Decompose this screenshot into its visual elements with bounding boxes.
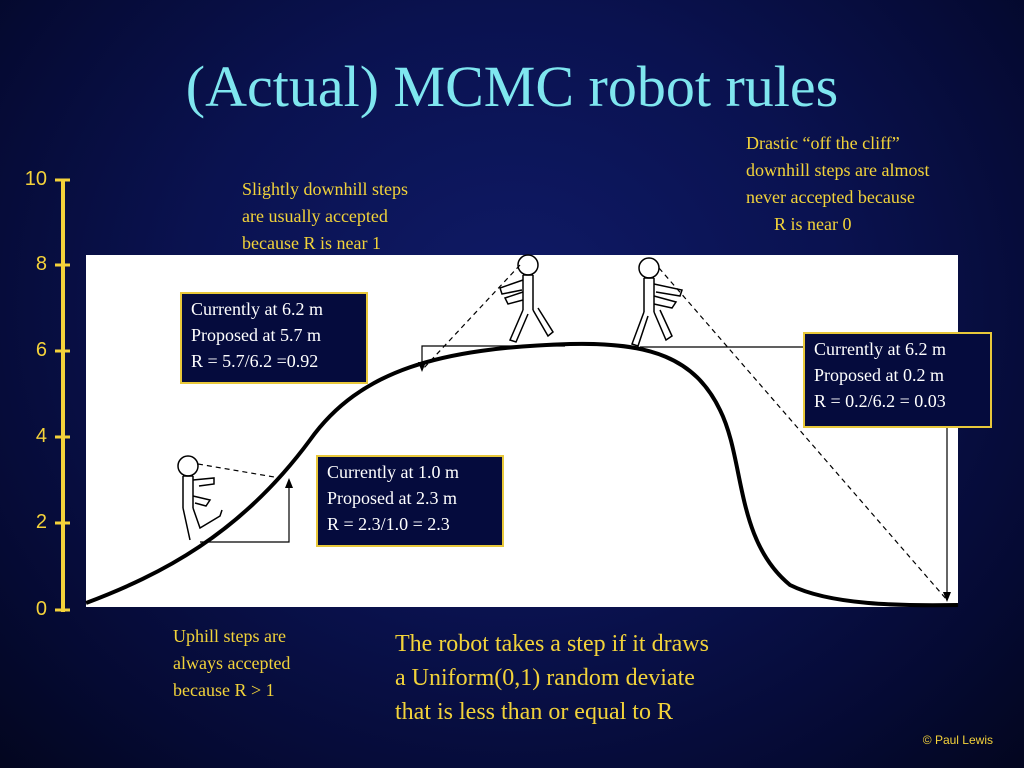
y-tick-6: 6 bbox=[35, 339, 47, 361]
box-line: Currently at 6.2 m bbox=[814, 339, 946, 359]
drastic-downhill-note: Drastic “off the cliff” downhill steps a… bbox=[746, 130, 929, 238]
uphill-note-line: because R > 1 bbox=[173, 680, 275, 700]
rule-line: a Uniform(0,1) random deviate bbox=[395, 665, 695, 691]
robot-uphill-figure bbox=[177, 455, 223, 541]
robot-hilltop-right-figure bbox=[631, 257, 683, 347]
box-line: R = 5.7/6.2 =0.92 bbox=[191, 351, 319, 371]
box-line: Currently at 1.0 m bbox=[327, 462, 459, 482]
y-tick-10: 10 bbox=[24, 168, 47, 190]
drastic-note-line: never accepted because bbox=[746, 187, 915, 207]
box-line: R = 0.2/6.2 = 0.03 bbox=[814, 391, 946, 411]
acceptance-rule-text: The robot takes a step if it draws a Uni… bbox=[395, 627, 709, 729]
slightly-downhill-note-line: because R is near 1 bbox=[242, 233, 381, 253]
cliff-calc-box: Currently at 6.2 m Proposed at 0.2 m R =… bbox=[803, 332, 992, 428]
y-tick-8: 8 bbox=[35, 253, 47, 275]
slightly-downhill-note-line: are usually accepted bbox=[242, 206, 388, 226]
slide-title: (Actual) MCMC robot rules bbox=[185, 54, 839, 119]
uphill-note-line: always accepted bbox=[173, 653, 291, 673]
y-tick-0: 0 bbox=[35, 598, 47, 620]
rule-line: The robot takes a step if it draws bbox=[395, 631, 709, 657]
box-line: Proposed at 5.7 m bbox=[191, 325, 321, 345]
y-tick-2: 2 bbox=[35, 511, 47, 533]
box-line: Proposed at 2.3 m bbox=[327, 488, 457, 508]
box-line: Currently at 6.2 m bbox=[191, 299, 323, 319]
robot-hilltop-left-figure bbox=[499, 254, 554, 343]
box-line: R = 2.3/1.0 = 2.3 bbox=[327, 514, 450, 534]
uphill-calc-box: Currently at 1.0 m Proposed at 2.3 m R =… bbox=[316, 455, 504, 547]
slight-downhill-calc-box: Currently at 6.2 m Proposed at 5.7 m R =… bbox=[180, 292, 368, 384]
drastic-note-line: Drastic “off the cliff” bbox=[746, 133, 900, 153]
copyright-credit: © Paul Lewis bbox=[922, 733, 993, 747]
slightly-downhill-note-line: Slightly downhill steps bbox=[242, 179, 409, 199]
uphill-note: Uphill steps are always accepted because… bbox=[173, 623, 290, 704]
box-line: Proposed at 0.2 m bbox=[814, 365, 944, 385]
drastic-note-line: downhill steps are almost bbox=[746, 160, 930, 180]
rule-line: that is less than or equal to R bbox=[395, 699, 673, 725]
likelihood-curve bbox=[85, 341, 959, 608]
uphill-note-line: Uphill steps are bbox=[173, 626, 286, 646]
drastic-note-line: R is near 0 bbox=[774, 214, 852, 234]
y-tick-4: 4 bbox=[35, 425, 47, 447]
slightly-downhill-note: Slightly downhill steps are usually acce… bbox=[242, 176, 408, 257]
